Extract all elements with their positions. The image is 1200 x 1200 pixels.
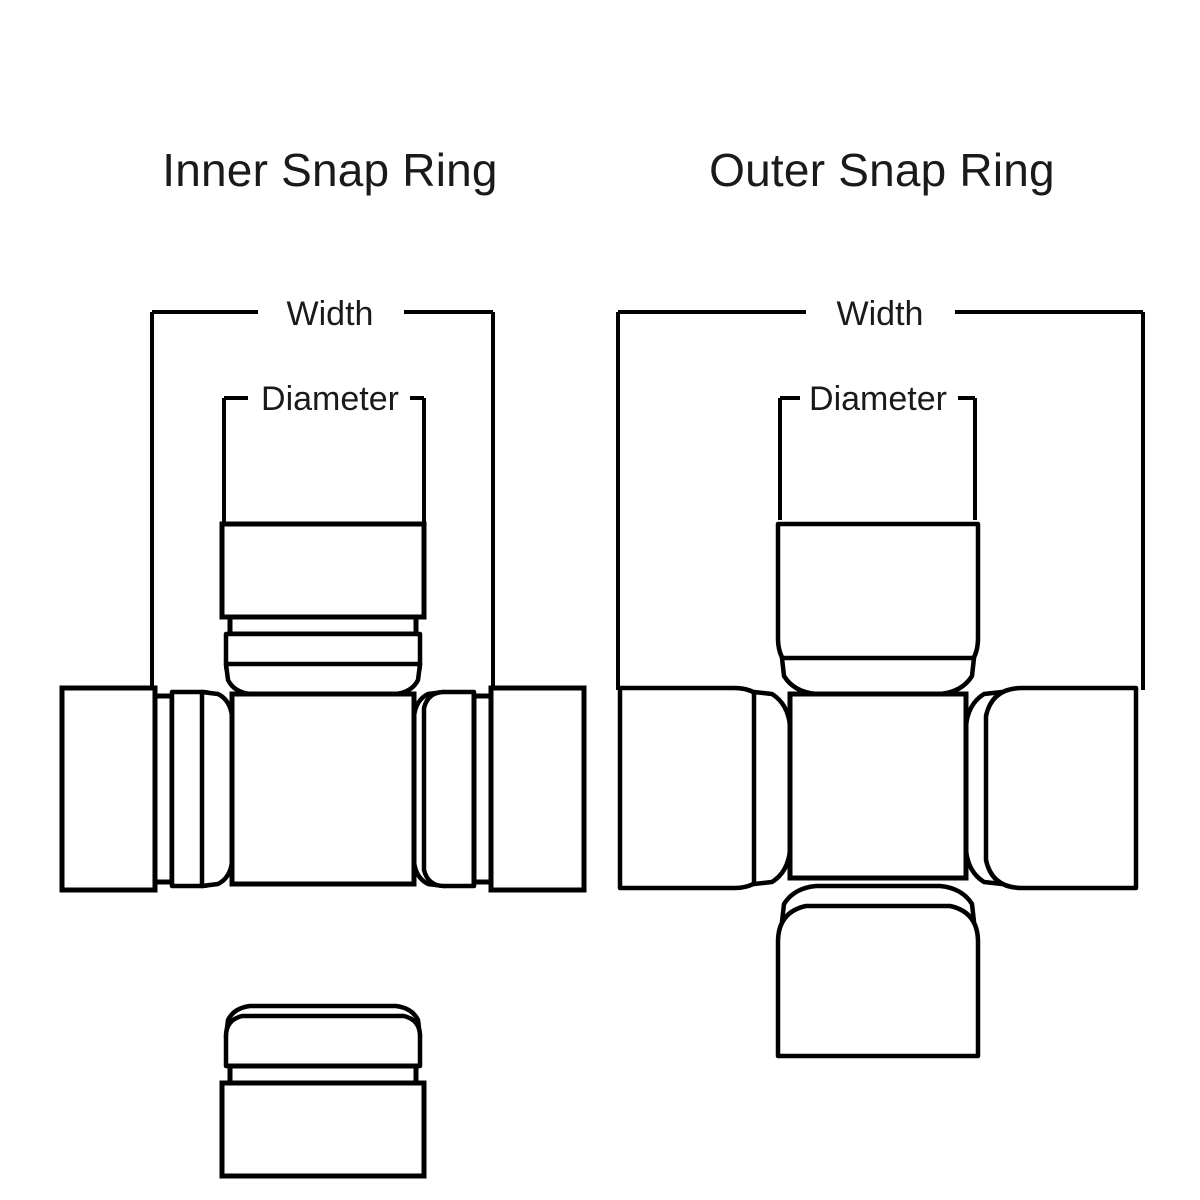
cap-seal-lip-left-outer [751, 689, 793, 887]
bearing-cap-top-inner [219, 521, 427, 697]
panel-title-inner: Inner Snap Ring [162, 144, 497, 196]
bearing-cap-right-outer [963, 685, 1139, 891]
cap-body-top-inner [219, 521, 427, 620]
cap-seal-lip-top-inner [223, 661, 423, 697]
snap-ring-groove-right-inner [471, 693, 494, 885]
cap-body-left-inner [59, 685, 158, 893]
cap-body-left-outer [617, 685, 773, 891]
cap-body-top-outer [775, 521, 981, 677]
diameter-dimension-inner: Diameter [222, 380, 426, 527]
cap-body-bottom-outer [775, 903, 981, 1059]
width-dimension-outer: Width [616, 295, 1145, 690]
diameter-label-inner: Diameter [261, 380, 399, 418]
width-dimension-inner: Width [150, 295, 495, 690]
bearing-cap-left-outer [617, 685, 793, 891]
cross-body-outer [787, 691, 969, 881]
cross-body-inner [229, 691, 417, 887]
bearing-cap-top-outer [775, 521, 981, 697]
diameter-label-outer: Diameter [809, 380, 947, 418]
diameter-dimension-outer: Diameter [778, 380, 977, 520]
snap-ring-groove-left-inner [152, 693, 175, 885]
cap-shoulder-right-inner [421, 689, 477, 889]
bearing-cap-bottom-inner [219, 1003, 427, 1179]
cap-body-bottom-inner [219, 1080, 427, 1179]
cap-shoulder-bottom-inner [223, 1013, 423, 1069]
bearing-cap-left-inner [59, 685, 235, 893]
bearing-cap-bottom-outer [775, 883, 981, 1059]
cap-body-right-inner [488, 685, 587, 893]
width-label-inner: Width [287, 295, 374, 333]
panel-outer-snap-ring: Outer Snap Ring Width Diameter [616, 144, 1145, 1059]
panel-title-outer: Outer Snap Ring [709, 144, 1055, 196]
width-label-outer: Width [837, 295, 924, 333]
bearing-cap-right-inner [411, 685, 587, 893]
cap-seal-lip-top-outer [779, 655, 977, 697]
cap-body-right-outer [983, 685, 1139, 891]
snap-ring-groove-bottom-inner [227, 1063, 419, 1086]
panel-inner-snap-ring: Inner Snap Ring Width Diameter [59, 144, 587, 1179]
snap-ring-groove-top-inner [227, 614, 419, 637]
cap-seal-lip-left-inner [199, 689, 235, 889]
